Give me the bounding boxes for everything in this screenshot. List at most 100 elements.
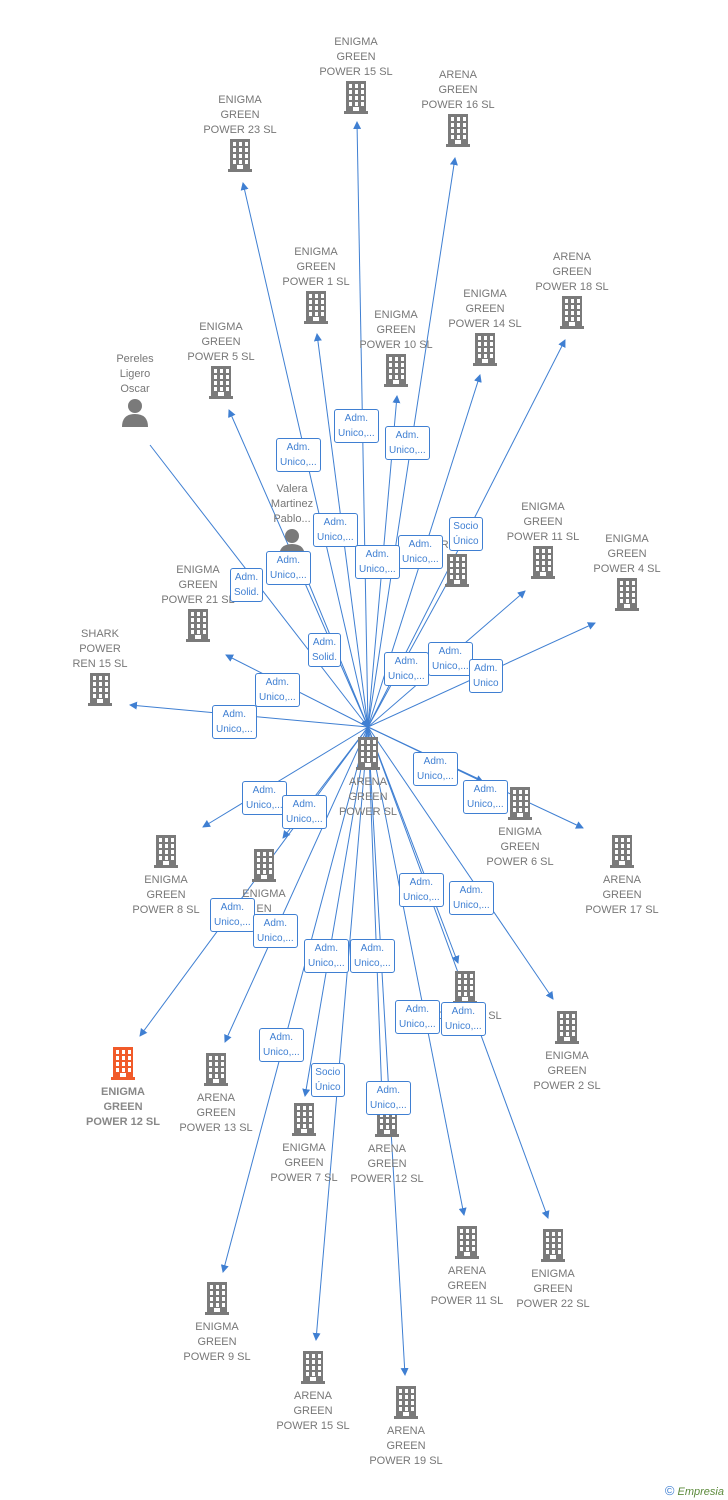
company-node[interactable]: ARENA GREEN POWER 13 SL xyxy=(161,1052,271,1136)
company-node[interactable]: ARENA GREEN POWER 17 SL xyxy=(567,834,677,918)
node-label: SHARK POWER REN 15 SL xyxy=(72,628,128,670)
edge-role-label[interactable]: Adm. Unico,... xyxy=(350,939,395,973)
node-label: Pereles Ligero Oscar xyxy=(116,353,154,395)
building-icon xyxy=(465,786,575,825)
company-node[interactable]: ARENA GREEN POWER 16 SL xyxy=(403,68,513,152)
person-icon xyxy=(80,397,190,432)
company-node[interactable]: ARENA GREEN POWER 11 SL xyxy=(412,1225,522,1309)
edge-line xyxy=(367,566,457,728)
company-node[interactable]: ARENA GREEN POWER 18 SL xyxy=(517,250,627,334)
edge-role-label[interactable]: Adm. Unico,... xyxy=(395,1000,440,1034)
company-node[interactable]: ENIGMA GREEN POWER 4 SL xyxy=(572,532,682,616)
node-label: ENIGMA GREEN POWER 15 SL xyxy=(319,36,393,78)
company-node[interactable]: ENIGMA GREEN POWER 10 SL xyxy=(341,308,451,392)
building-icon xyxy=(498,1228,608,1267)
building-icon xyxy=(572,577,682,616)
edge-role-label[interactable]: Adm. Unico,... xyxy=(449,881,494,915)
company-node[interactable]: ARENA GREEN POWER 15 SL xyxy=(258,1350,368,1434)
node-label: ENIGMA GREEN POWER 14 SL xyxy=(448,288,522,330)
company-node[interactable]: ENIGMA GREEN POWER 2 SL xyxy=(512,1010,622,1094)
building-icon xyxy=(249,1102,359,1141)
edge-role-label[interactable]: Socio Único xyxy=(449,517,483,551)
edge-line xyxy=(367,726,467,1216)
company-node[interactable]: ENIGMA GREEN POWER 14 SL xyxy=(430,287,540,371)
node-label: ARENA GREEN POWER 12 SL xyxy=(350,1143,424,1185)
company-node[interactable]: ENIGMA GREEN POWER 21 SL xyxy=(143,563,253,647)
edge-line xyxy=(202,726,369,828)
edge-role-label[interactable]: Adm. Unico,... xyxy=(266,551,311,585)
building-icon xyxy=(512,1010,622,1049)
company-node[interactable]: ENIGMA GREEN POWER 8 SL xyxy=(111,834,221,918)
node-label: ARENA GREEN POWER 17 SL xyxy=(585,874,659,916)
node-label: ARENA GREEN POWER 13 SL xyxy=(179,1092,253,1134)
edge-line xyxy=(367,726,460,964)
node-label: ENIGMA GREEN POWER 9 SL xyxy=(183,1321,251,1363)
edge-line xyxy=(367,726,554,1000)
edge-role-label[interactable]: Adm. Unico,... xyxy=(399,873,444,907)
building-icon xyxy=(403,113,513,152)
company-node[interactable]: ENIGMA GREEN POWER 1 SL xyxy=(261,245,371,329)
person-node[interactable]: Pereles Ligero Oscar xyxy=(80,352,190,432)
company-node[interactable]: SHARK POWER REN 15 SL xyxy=(45,627,155,711)
building-icon xyxy=(209,848,319,887)
company-node[interactable]: ARENA GREEN POWER 19 SL xyxy=(351,1385,461,1469)
edge-role-label[interactable]: Adm. Unico,... xyxy=(441,1002,486,1036)
edge-line xyxy=(367,726,584,829)
edge-role-label[interactable]: Adm. Unico,... xyxy=(282,795,327,829)
building-icon xyxy=(162,1281,272,1320)
node-label: ENIGMA GREEN POWER 5 SL xyxy=(187,321,255,363)
edge-role-label[interactable]: Adm. Unico,... xyxy=(366,1081,411,1115)
edge-role-label[interactable]: Adm. Unico,... xyxy=(253,914,298,948)
edge-role-label[interactable]: Adm. Unico,... xyxy=(334,409,379,443)
edge-role-label[interactable]: Adm. Unico,... xyxy=(276,438,321,472)
edge-role-label[interactable]: Adm. Unico,... xyxy=(398,535,443,569)
company-node[interactable]: ENIGMA GREEN POWER 11 SL xyxy=(488,500,598,584)
company-node[interactable]: ENIGMA EN xyxy=(209,848,319,917)
edge-role-label[interactable]: Adm. Unico xyxy=(469,659,503,693)
edge-role-label[interactable]: Adm. Unico,... xyxy=(355,545,400,579)
company-node[interactable]: ENIGMA GREEN POWER 12 SL xyxy=(68,1046,178,1130)
edge-role-label[interactable]: Adm. Solid. xyxy=(308,633,342,667)
edge-role-label[interactable]: Adm. Unico,... xyxy=(242,781,287,815)
building-icon xyxy=(402,553,512,592)
edge-role-label[interactable]: Socio Único xyxy=(311,1063,345,1097)
building-icon xyxy=(258,1350,368,1389)
edge-role-label[interactable]: Adm. Unico,... xyxy=(463,780,508,814)
company-node[interactable]: ENIGMA GREEN POWER 7 SL xyxy=(249,1102,359,1186)
building-icon xyxy=(567,834,677,873)
edge-role-label[interactable]: Adm. Unico,... xyxy=(255,673,300,707)
building-icon xyxy=(111,834,221,873)
node-label: ENIGMA GREEN POWER 1 SL xyxy=(282,246,350,288)
center-company-node[interactable]: ARENA GREEN POWER SL xyxy=(313,736,423,820)
building-icon xyxy=(68,1046,178,1085)
edge-line xyxy=(312,726,369,1341)
building-icon xyxy=(161,1052,271,1091)
node-label: Valera Martinez Pablo... xyxy=(270,483,314,525)
node-label: ENIGMA GREEN POWER 7 SL xyxy=(270,1142,338,1184)
company-node[interactable]: ENIGMA GREEN POWER 5 SL xyxy=(166,320,276,404)
node-label: ENIGMA GREEN POWER 11 SL xyxy=(506,501,580,543)
node-label: ENIGMA GREEN POWER 8 SL xyxy=(132,874,200,916)
node-label: ENIGMA GREEN POWER 10 SL xyxy=(359,309,433,351)
edge-role-label[interactable]: Adm. Unico,... xyxy=(313,513,358,547)
edge-role-label[interactable]: Adm. Unico,... xyxy=(212,705,257,739)
edge-line xyxy=(367,726,386,1099)
company-node[interactable]: ENIGMA GREEN POWER 6 SL xyxy=(465,786,575,870)
edge-role-label[interactable]: Adm. Unico,... xyxy=(385,426,430,460)
node-label: ENIGMA GREEN POWER 23 SL xyxy=(203,94,277,136)
node-label: ENIGMA GREEN POWER 2 SL xyxy=(533,1050,601,1092)
company-node[interactable]: ENIGMA GREEN POWER 15 SL xyxy=(301,35,411,119)
building-icon xyxy=(341,353,451,392)
edge-role-label[interactable]: Adm. Solid. xyxy=(230,568,264,602)
edge-role-label[interactable]: Adm. Unico,... xyxy=(259,1028,304,1062)
edge-role-label[interactable]: Adm. Unico,... xyxy=(210,898,255,932)
company-node[interactable]: ARENA GREEN POWER 12 SL xyxy=(332,1103,442,1187)
company-node[interactable]: ENIGMA GREEN POWER 9 SL xyxy=(162,1281,272,1365)
edge-role-label[interactable]: Adm. Unico,... xyxy=(413,752,458,786)
edge-role-label[interactable]: Adm. Unico,... xyxy=(384,652,429,686)
company-node[interactable]: ENIGMA GREEN POWER 23 SL xyxy=(185,93,295,177)
edge-role-label[interactable]: Adm. Unico,... xyxy=(304,939,349,973)
company-node[interactable]: ENIGMA GREEN POWER 22 SL xyxy=(498,1228,608,1312)
edge-role-label[interactable]: Adm. Unico,... xyxy=(428,642,473,676)
node-label: ENIGMA GREEN POWER 12 SL xyxy=(86,1086,160,1128)
